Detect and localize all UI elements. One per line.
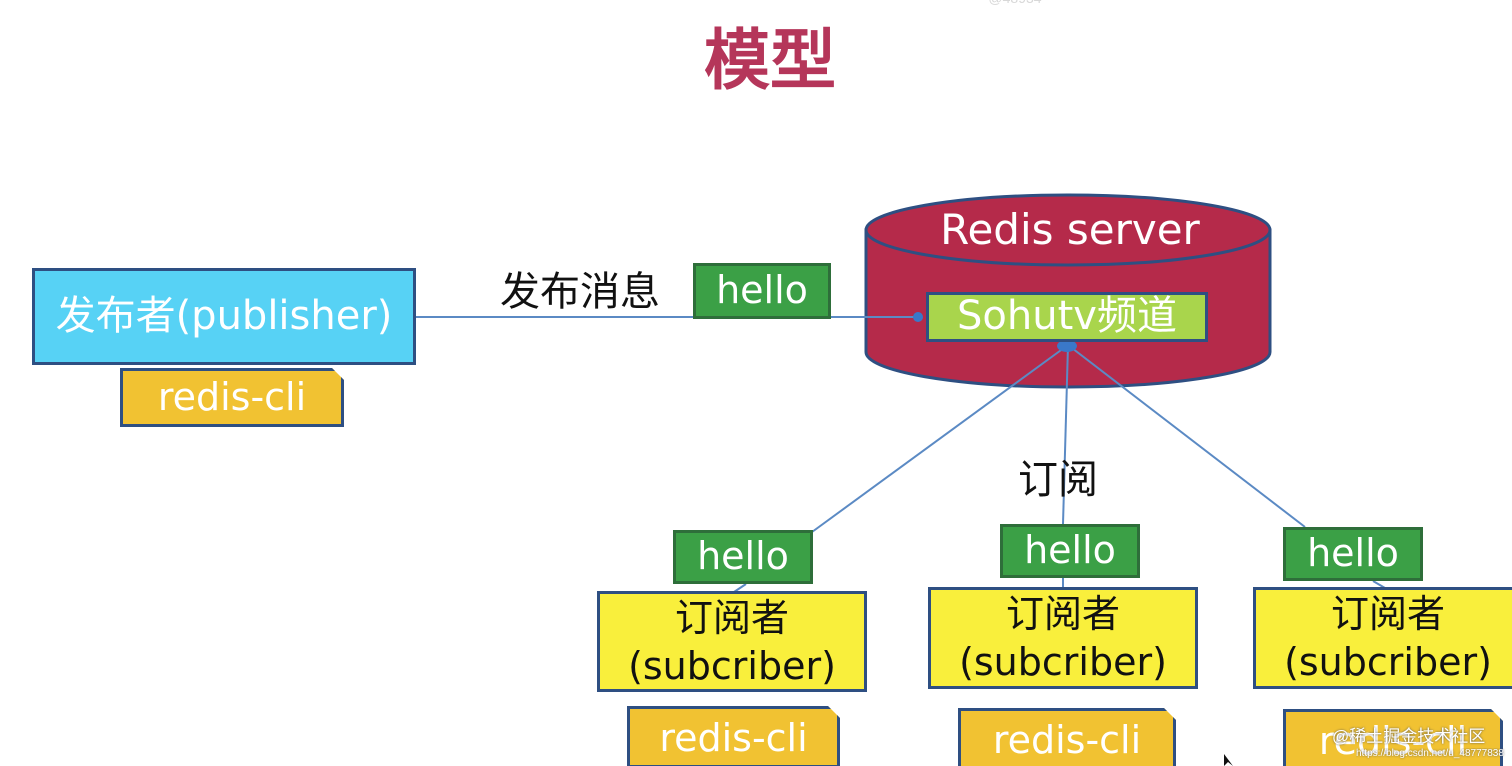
publish-message-tag: hello [693, 263, 831, 319]
subscriber-2-subtitle: (subcriber) [959, 640, 1167, 684]
redis-server-label: Redis server [940, 205, 1200, 254]
subscribe-connector-2 [1062, 344, 1069, 525]
subscribe-action-label: 订阅 [1018, 457, 1098, 503]
publish-connector-end [913, 312, 923, 322]
server-connector-hub [1057, 340, 1077, 352]
page-title: 模型 [704, 22, 836, 99]
top-faded-text: @48934 [975, 0, 1055, 8]
publisher-client-badge: redis-cli [120, 368, 344, 427]
channel-box: Sohutv频道 [926, 292, 1208, 342]
subscribe-connector-1-tail [733, 583, 747, 593]
subscriber-1-message-tag: hello [673, 530, 813, 584]
subscribe-connector-3 [1067, 344, 1306, 528]
subscriber-2-client-badge: redis-cli [958, 708, 1176, 766]
mouse-cursor-icon [1224, 754, 1233, 766]
subscriber-1-subtitle: (subcriber) [628, 643, 836, 688]
watermark-url: https://blog.csdn.net/u_48777838 [1356, 748, 1504, 759]
subscriber-1-title: 订阅者 [674, 595, 789, 640]
subscriber-3-box: 订阅者 (subcriber) [1253, 587, 1512, 689]
publish-action-label: 发布消息 [500, 269, 660, 315]
publisher-box: 发布者(publisher) [32, 268, 416, 365]
subscriber-2-title: 订阅者 [1005, 592, 1120, 636]
subscriber-1-client-badge: redis-cli [627, 706, 840, 766]
subscribe-connector-1 [811, 344, 1069, 533]
subscriber-3-client-badge: redis-cli [1283, 709, 1503, 766]
cylinder-top [864, 193, 1272, 267]
subscriber-2-message-tag: hello [1000, 524, 1140, 578]
subscriber-3-title: 订阅者 [1330, 592, 1445, 636]
subscriber-1-box: 订阅者 (subcriber) [597, 591, 867, 692]
subscribe-connector-3-tail [1372, 580, 1386, 589]
subscriber-3-message-tag: hello [1283, 527, 1423, 581]
subscriber-3-subtitle: (subcriber) [1284, 640, 1492, 684]
watermark-brand: @稀土掘金技术社区 [1332, 727, 1486, 746]
subscriber-2-box: 订阅者 (subcriber) [928, 587, 1198, 689]
